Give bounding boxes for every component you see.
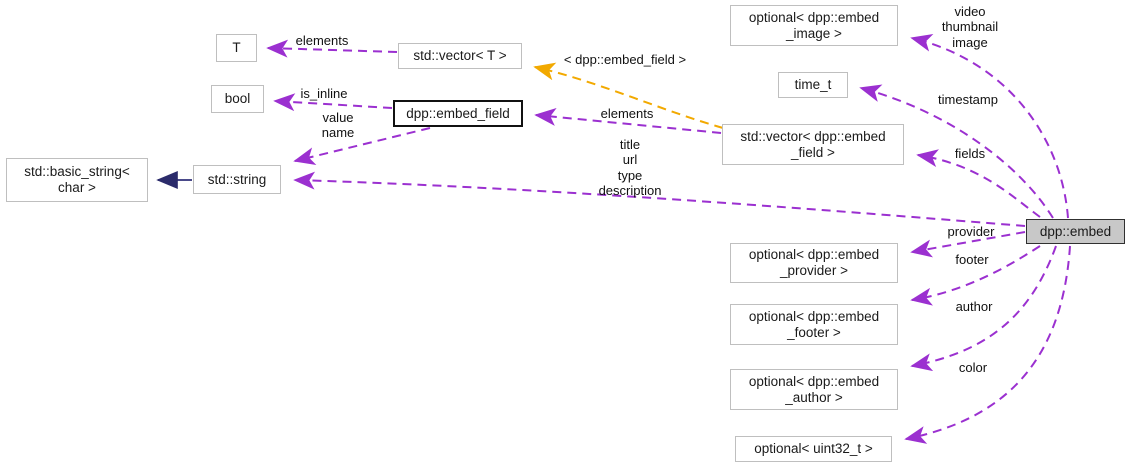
edge-label-provider: provider xyxy=(947,224,995,239)
edge-label-color: color xyxy=(958,360,988,375)
edge-vector-t-to-t xyxy=(266,39,398,58)
node-optional-dpp-embed-author[interactable]: optional< dpp::embed _author > xyxy=(730,369,898,410)
edge-embed-field-to-bool xyxy=(273,93,393,112)
node-std-basic-string[interactable]: std::basic_string< char > xyxy=(6,158,148,202)
edge-label-author: author xyxy=(955,299,993,314)
edge-label-video-thumbnail-image: video thumbnail image xyxy=(941,4,999,50)
edge-label-elements-vector-t: elements xyxy=(295,33,349,48)
node-std-vector-dpp-embed-field[interactable]: std::vector< dpp::embed _field > xyxy=(722,124,904,165)
edge-embed-to-vector-embed-field xyxy=(916,149,1041,218)
node-optional-dpp-embed-image[interactable]: optional< dpp::embed _image > xyxy=(730,5,898,46)
edge-label-timestamp: timestamp xyxy=(938,92,998,107)
node-optional-dpp-embed-provider[interactable]: optional< dpp::embed _provider > xyxy=(730,243,898,283)
node-optional-uint32-t[interactable]: optional< uint32_t > xyxy=(735,436,892,462)
node-std-string[interactable]: std::string xyxy=(193,165,281,194)
edge-embed-to-optional-image xyxy=(910,33,1069,219)
edge-label-elements-embed-field: elements xyxy=(600,106,654,121)
edge-embed-to-optional-uint32 xyxy=(904,245,1071,444)
node-optional-dpp-embed-footer[interactable]: optional< dpp::embed _footer > xyxy=(730,304,898,345)
node-std-vector-t[interactable]: std::vector< T > xyxy=(398,43,522,69)
edge-label-fields: fields xyxy=(954,146,986,161)
node-t[interactable]: T xyxy=(216,34,257,62)
edge-label-value-name: value name xyxy=(321,110,355,141)
node-time-t[interactable]: time_t xyxy=(778,72,848,98)
node-dpp-embed[interactable]: dpp::embed xyxy=(1026,219,1125,244)
node-dpp-embed-field[interactable]: dpp::embed_field xyxy=(393,100,523,127)
edge-label-title-url-type-description: title url type description xyxy=(598,137,662,198)
edge-label-is-inline: is_inline xyxy=(300,86,348,101)
edge-label-template-embed-field: < dpp::embed_field > xyxy=(563,52,687,67)
edge-label-footer: footer xyxy=(955,252,989,267)
node-bool[interactable]: bool xyxy=(211,85,264,113)
